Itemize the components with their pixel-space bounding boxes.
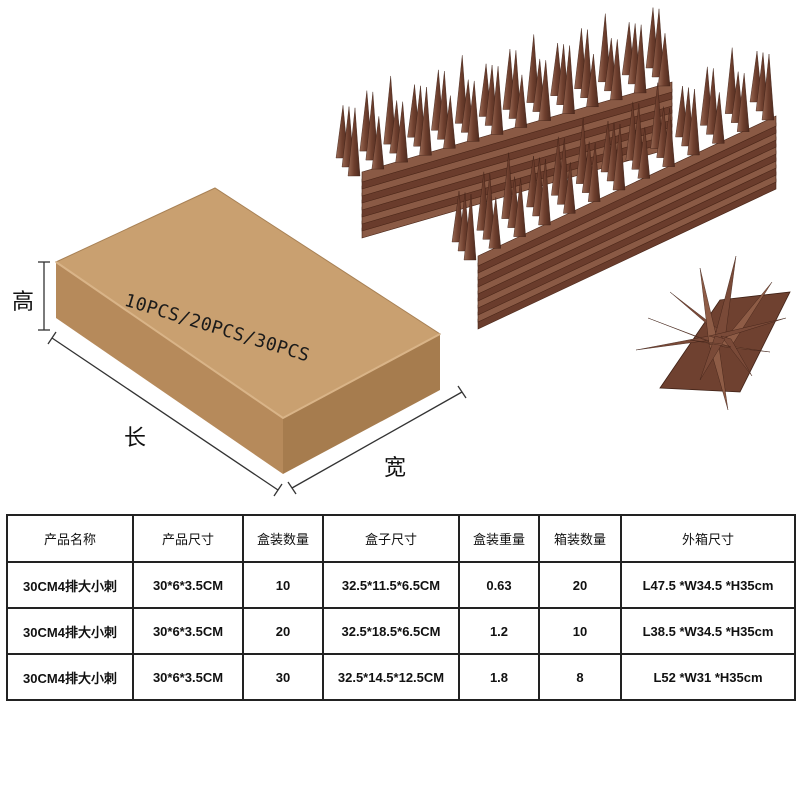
cell-box-quantity: 30 [242, 653, 324, 701]
header-box-weight: 盒装重量 [458, 514, 540, 563]
cell-box-size: 32.5*14.5*12.5CM [322, 653, 460, 701]
spike [657, 33, 671, 87]
spike [736, 73, 750, 132]
spike [490, 66, 504, 135]
spike [557, 138, 570, 205]
spike [720, 335, 753, 377]
cell-carton-quantity: 20 [538, 561, 622, 609]
spike [563, 162, 576, 214]
spike [455, 55, 468, 124]
header-box-quantity: 盒装数量 [242, 514, 324, 563]
header-box-size: 盒子尺寸 [322, 514, 460, 563]
spike [575, 117, 589, 184]
cell-box-weight: 1.2 [458, 607, 540, 655]
width-label: 宽 [384, 456, 407, 481]
spike [724, 47, 738, 114]
height-dimension-line [38, 261, 50, 331]
spike [513, 178, 526, 237]
spike [562, 45, 575, 114]
cell-carton-size: L47.5 *W34.5 *H35cm [620, 561, 796, 609]
cardboard-box [54, 187, 441, 474]
box-lid-edge [55, 261, 441, 420]
spike [699, 335, 726, 381]
spike [463, 193, 477, 261]
spike [612, 123, 626, 191]
spike [650, 82, 663, 149]
cell-box-quantity: 10 [242, 561, 324, 609]
table-row: 30CM4排大小刺 30*6*3.5CM 30 32.5*14.5*12.5CM… [6, 653, 796, 701]
spike [508, 50, 522, 119]
spike-segment-single [635, 255, 791, 411]
cell-carton-size: L38.5 *W34.5 *H35cm [620, 607, 796, 655]
spike [651, 8, 665, 78]
cell-product-name: 30CM4排大小刺 [6, 653, 134, 701]
product-illustration [38, 7, 791, 497]
spike [637, 127, 651, 179]
cell-box-quantity: 20 [242, 607, 324, 655]
spec-table: 产品名称 产品尺寸 盒装数量 盒子尺寸 盒装重量 箱装数量 外箱尺寸 30CM4… [6, 514, 796, 701]
length-label: 长 [124, 426, 147, 451]
spike [514, 74, 528, 128]
spike-strip-front [451, 47, 777, 330]
spike [347, 107, 361, 177]
header-carton-quantity: 箱装数量 [538, 514, 622, 563]
spike [610, 39, 623, 101]
spike [383, 75, 396, 145]
table-row: 30CM4排大小刺 30*6*3.5CM 20 32.5*18.5*6.5CM … [6, 607, 796, 655]
spike [526, 34, 539, 103]
strip-base-layer [477, 115, 777, 267]
width-dimension-line [287, 385, 467, 495]
cell-product-name: 30CM4排大小刺 [6, 607, 134, 655]
spike [488, 197, 502, 249]
spike [586, 54, 599, 107]
spike [365, 91, 379, 161]
cell-product-size: 30*6*3.5CM [132, 561, 244, 609]
length-dimension-line [47, 331, 283, 497]
box-front-face [56, 262, 283, 474]
table-row: 30CM4排大小刺 30*6*3.5CM 10 32.5*11.5*6.5CM … [6, 561, 796, 609]
height-label: 高 [12, 290, 35, 315]
spike [662, 108, 675, 167]
spike [419, 87, 432, 156]
spike [467, 80, 480, 142]
spike [395, 101, 408, 163]
header-product-size: 产品尺寸 [132, 514, 244, 563]
cell-box-weight: 0.63 [458, 561, 540, 609]
cell-product-size: 30*6*3.5CM [132, 607, 244, 655]
spike [437, 71, 450, 140]
spike [538, 158, 551, 226]
cell-carton-size: L52 *W31 *H35cm [620, 653, 796, 701]
spike [706, 68, 719, 135]
spike [501, 152, 514, 219]
spike [712, 92, 725, 144]
spike [689, 339, 732, 348]
table-header-row: 产品名称 产品尺寸 盒装数量 盒子尺寸 盒装重量 箱装数量 外箱尺寸 [6, 514, 796, 563]
spike [633, 24, 647, 94]
spike [631, 103, 645, 170]
box-side-face [283, 334, 440, 474]
spike [598, 13, 611, 83]
spike [538, 60, 551, 121]
header-carton-size: 外箱尺寸 [620, 514, 796, 563]
spike [482, 173, 496, 240]
spike [708, 317, 787, 340]
spike [580, 29, 593, 98]
spike [761, 53, 775, 121]
cell-box-weight: 1.8 [458, 653, 540, 701]
cell-box-size: 32.5*11.5*6.5CM [322, 561, 460, 609]
header-product-name: 产品名称 [6, 514, 134, 563]
cell-box-size: 32.5*18.5*6.5CM [322, 607, 460, 655]
spike [371, 116, 385, 170]
spike [443, 95, 456, 149]
cell-product-size: 30*6*3.5CM [132, 653, 244, 701]
cell-carton-quantity: 8 [538, 653, 622, 701]
spike [587, 143, 601, 202]
cell-carton-quantity: 10 [538, 607, 622, 655]
cell-product-name: 30CM4排大小刺 [6, 561, 134, 609]
spike [687, 88, 700, 156]
